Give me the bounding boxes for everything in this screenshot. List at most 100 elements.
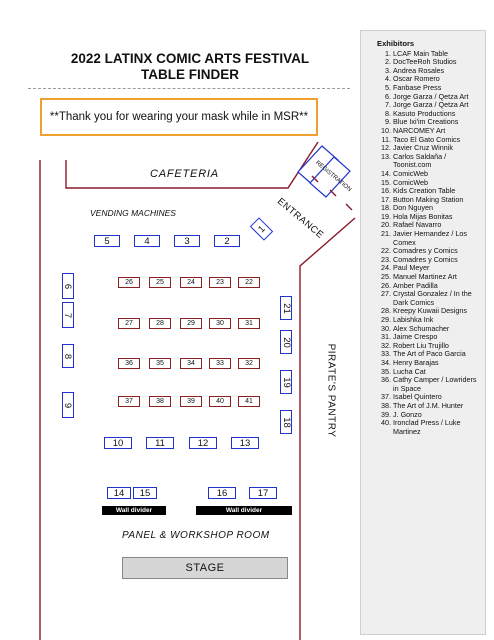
exhibitor-item: Andrea Rosales (393, 66, 479, 76)
table-3[interactable]: 3 (174, 235, 200, 247)
exhibitor-item: Cathy Camper / Lowriders in Space (393, 375, 479, 393)
table-18[interactable]: 18 (280, 410, 292, 434)
exhibitor-item: Robert Liu Trujillo (393, 341, 479, 351)
table-30[interactable]: 30 (209, 318, 231, 329)
table-20[interactable]: 20 (280, 330, 292, 354)
exhibitor-item: Henry Barajas (393, 358, 479, 368)
table-6[interactable]: 6 (62, 273, 74, 299)
exhibitor-item: Oscar Romero (393, 75, 479, 84)
exhibitor-item: DocTeeRoh Studios (393, 58, 479, 67)
table-30-label: 30 (216, 320, 224, 327)
table-16[interactable]: 16 (208, 487, 236, 499)
table-16-label: 16 (216, 487, 228, 499)
table-34[interactable]: 34 (180, 358, 202, 369)
table-2[interactable]: 2 (214, 235, 240, 247)
exhibitor-item: Kreepy Kuwaii Designs (393, 307, 479, 316)
area-label-pirates-pantry: PIRATE'S PANTRY (325, 343, 337, 438)
table-13-label: 13 (239, 437, 251, 449)
table-41[interactable]: 41 (238, 396, 260, 407)
table-38-label: 38 (156, 398, 164, 405)
exhibitor-item: Paul Meyer (393, 264, 479, 273)
table-12[interactable]: 12 (189, 437, 217, 449)
table-31[interactable]: 31 (238, 318, 260, 329)
table-25-label: 25 (156, 279, 164, 286)
table-24[interactable]: 24 (180, 277, 202, 288)
wall-right (299, 217, 356, 640)
table-41-label: 41 (245, 398, 253, 405)
table-26-label: 26 (125, 279, 133, 286)
exhibitor-item: ComicWeb (393, 169, 479, 179)
table-37-label: 37 (125, 398, 133, 405)
exhibitor-item: Don Nguyen (393, 204, 479, 213)
table-25[interactable]: 25 (149, 277, 171, 288)
table-21[interactable]: 21 (280, 296, 292, 320)
table-36[interactable]: 36 (118, 358, 140, 369)
exhibitor-item: The Art of J.M. Hunter (393, 401, 479, 411)
table-4[interactable]: 4 (134, 235, 160, 247)
registration-booth-2 (309, 156, 351, 198)
exhibitor-item: J. Gonzo (393, 410, 479, 420)
table-32-label: 32 (245, 360, 253, 367)
table-27[interactable]: 27 (118, 318, 140, 329)
table-9[interactable]: 9 (62, 392, 74, 418)
table-11-label: 11 (155, 437, 165, 449)
table-7[interactable]: 7 (62, 302, 74, 328)
table-26[interactable]: 26 (118, 277, 140, 288)
exhibitor-item: Crystal Gonzalez / In the Dark Comics (393, 289, 479, 307)
table-4-label: 4 (144, 235, 150, 247)
table-13[interactable]: 13 (231, 437, 259, 449)
exhibitors-heading: Exhibitors (377, 39, 415, 48)
exhibitor-item: Hola Mijas Bonitas (393, 212, 479, 222)
exhibitor-item: Button Making Station (393, 195, 479, 205)
exhibitor-item: Kasuto Productions (393, 109, 479, 119)
table-5-label: 5 (104, 235, 110, 247)
table-15[interactable]: 15 (133, 487, 157, 499)
exhibitors-list: LCAF Main Table DocTeeRoh Studios Andrea… (377, 49, 479, 437)
table-35[interactable]: 35 (149, 358, 171, 369)
table-8[interactable]: 8 (62, 344, 74, 368)
table-29[interactable]: 29 (180, 318, 202, 329)
table-10-label: 10 (112, 437, 124, 449)
table-33[interactable]: 33 (209, 358, 231, 369)
table-18-label: 18 (280, 416, 292, 428)
table-29-label: 29 (187, 320, 195, 327)
table-22[interactable]: 22 (238, 277, 260, 288)
table-7-label: 7 (62, 312, 74, 318)
exhibitors-panel: Exhibitors LCAF Main Table DocTeeRoh Stu… (360, 30, 486, 635)
exhibitor-item: Carlos Saldaña / Toonist.com (393, 152, 479, 170)
table-23[interactable]: 23 (209, 277, 231, 288)
exhibitor-item: Amber Padilla (393, 281, 479, 291)
table-15-label: 15 (139, 487, 151, 499)
exhibitor-item: ComicWeb (393, 178, 479, 188)
exhibitor-item: Kids Creation Table (393, 186, 479, 196)
table-28[interactable]: 28 (149, 318, 171, 329)
table-40[interactable]: 40 (209, 396, 231, 407)
table-21-label: 21 (280, 302, 292, 314)
title-line-1: 2022 LATINX COMIC ARTS FESTIVAL (70, 51, 310, 66)
table-22-label: 22 (245, 279, 253, 286)
table-10[interactable]: 10 (104, 437, 132, 449)
table-37[interactable]: 37 (118, 396, 140, 407)
table-2-label: 2 (224, 235, 230, 247)
exhibitor-item: Ironclad Press / Luke Martinez (393, 418, 479, 436)
table-35-label: 35 (156, 360, 164, 367)
table-39[interactable]: 39 (180, 396, 202, 407)
table-38[interactable]: 38 (149, 396, 171, 407)
table-36-label: 36 (125, 360, 133, 367)
table-8-label: 8 (62, 353, 74, 359)
table-40-label: 40 (216, 398, 224, 405)
table-17[interactable]: 17 (249, 487, 277, 499)
table-32[interactable]: 32 (238, 358, 260, 369)
mask-notice: **Thank you for wearing your mask while … (40, 98, 318, 136)
exhibitor-item: Comadres y Comics (393, 255, 479, 265)
exhibitor-item: Lucha Cat (393, 367, 479, 377)
exhibitor-item: NARCOMEY Art (393, 126, 479, 136)
table-19[interactable]: 19 (280, 370, 292, 394)
table-33-label: 33 (216, 360, 224, 367)
exhibitor-item: The Art of Paco Garcia (393, 350, 479, 359)
table-5[interactable]: 5 (94, 235, 120, 247)
table-11[interactable]: 11 (146, 437, 174, 449)
table-14[interactable]: 14 (107, 487, 131, 499)
exhibitor-item: Javier Hernandez / Los Comex (393, 229, 479, 247)
